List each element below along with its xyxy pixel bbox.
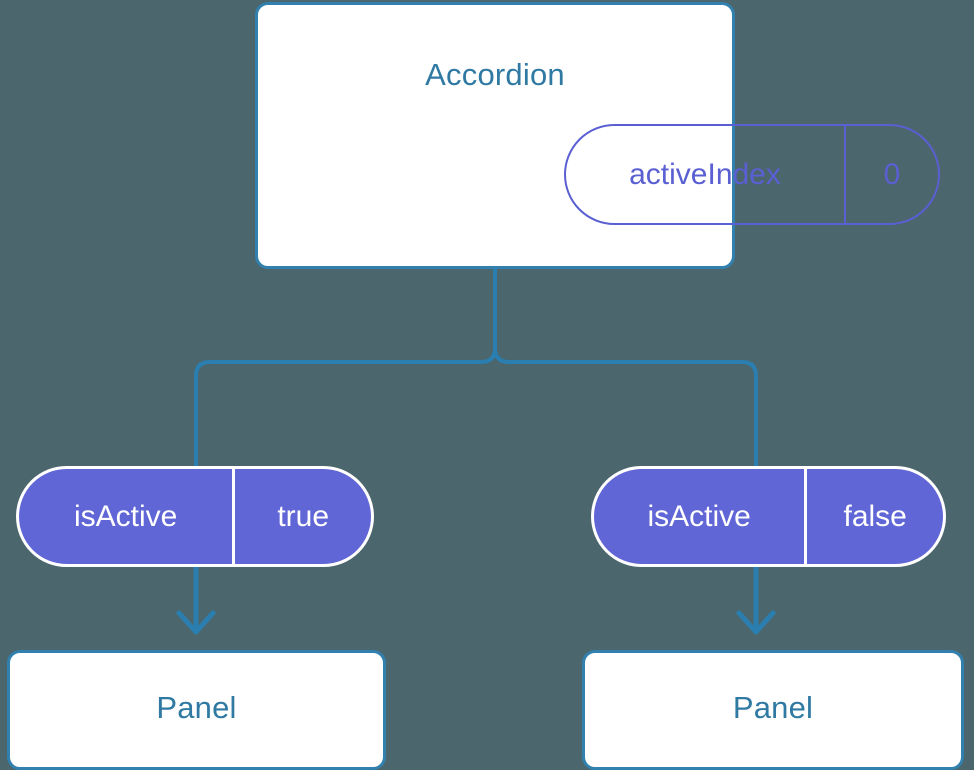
prop-pill-key: isActive	[73, 499, 178, 533]
prop-pill-value: false	[804, 469, 943, 564]
state-pill-key: activeIndex	[629, 157, 781, 191]
prop-pill-is-active-false[interactable]: isActive false	[591, 466, 946, 567]
connector-accordion-to-branches	[194, 266, 497, 469]
accordion-component-card[interactable]: Accordion activeIndex 0	[255, 2, 940, 269]
panel-component-card-left[interactable]: Panel	[7, 650, 386, 770]
arrow-left-prop-to-panel	[176, 564, 216, 635]
prop-pill-is-active-true[interactable]: isActive true	[16, 466, 374, 567]
prop-pill-key: isActive	[647, 499, 751, 533]
arrow-right-prop-to-panel	[736, 564, 776, 635]
connector-accordion-to-branch-right	[493, 266, 758, 469]
state-pill-active-index[interactable]: activeIndex 0	[564, 124, 940, 225]
accordion-title: Accordion	[425, 57, 565, 92]
panel-component-card-right[interactable]: Panel	[582, 650, 964, 770]
panel-title-left: Panel	[156, 690, 237, 725]
panel-title-right: Panel	[732, 690, 814, 725]
prop-pill-value: true	[232, 469, 371, 564]
state-pill-value: 0	[844, 126, 938, 223]
